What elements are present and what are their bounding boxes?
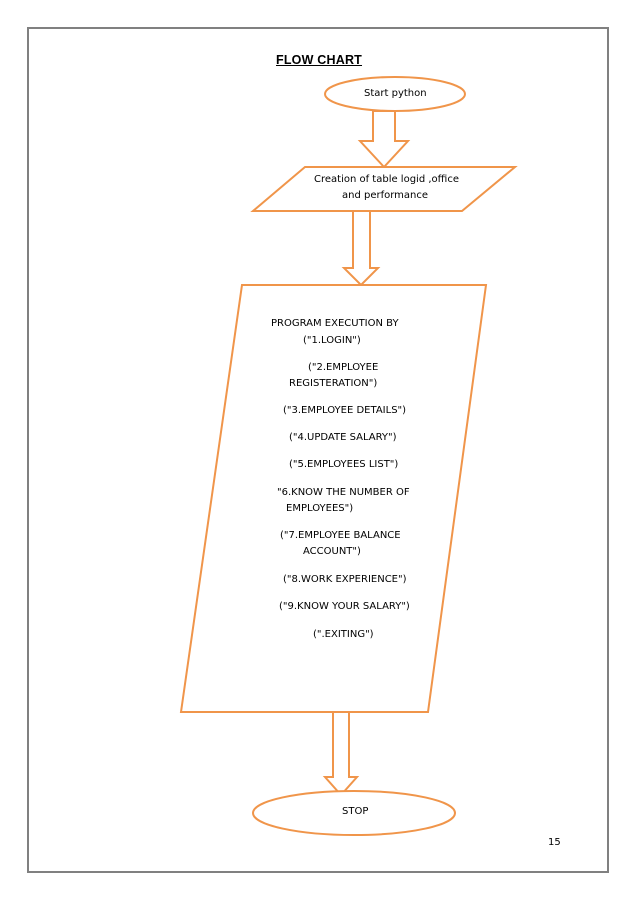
creation-parallelogram: [250, 166, 518, 212]
program-item-5: ("5.EMPLOYEES LIST"): [289, 459, 399, 470]
program-item-2b: REGISTERATION"): [289, 378, 378, 389]
program-item-6a: "6.KNOW THE NUMBER OF: [277, 487, 410, 498]
arrow-program-to-stop: [322, 711, 360, 797]
stop-label: STOP: [342, 806, 369, 817]
stop-terminator: [252, 790, 456, 836]
arrow-start-to-creation: [357, 110, 411, 169]
creation-label-line2: and performance: [342, 190, 429, 201]
program-parallelogram: [179, 284, 488, 713]
creation-label-line1: Creation of table logid ,office: [314, 174, 459, 185]
page-border: [27, 27, 609, 873]
program-heading: PROGRAM EXECUTION BY: [271, 318, 399, 329]
program-item-10: (".EXITING"): [313, 629, 374, 640]
program-item-8: ("8.WORK EXPERIENCE"): [283, 574, 407, 585]
program-item-6b: EMPLOYEES"): [286, 503, 354, 514]
program-item-7a: ("7.EMPLOYEE BALANCE: [280, 530, 401, 541]
arrow-creation-to-program: [341, 210, 381, 287]
program-item-3: ("3.EMPLOYEE DETAILS"): [283, 405, 407, 416]
page-title: FLOW CHART: [276, 53, 363, 67]
program-item-4: ("4.UPDATE SALARY"): [289, 432, 397, 443]
program-item-9: ("9.KNOW YOUR SALARY"): [279, 601, 410, 612]
program-item-7b: ACCOUNT"): [303, 546, 361, 557]
program-item-1: ("1.LOGIN"): [303, 335, 361, 346]
program-item-2a: ("2.EMPLOYEE: [308, 362, 379, 373]
page-number: 15: [548, 837, 561, 848]
start-label: Start python: [364, 88, 427, 99]
